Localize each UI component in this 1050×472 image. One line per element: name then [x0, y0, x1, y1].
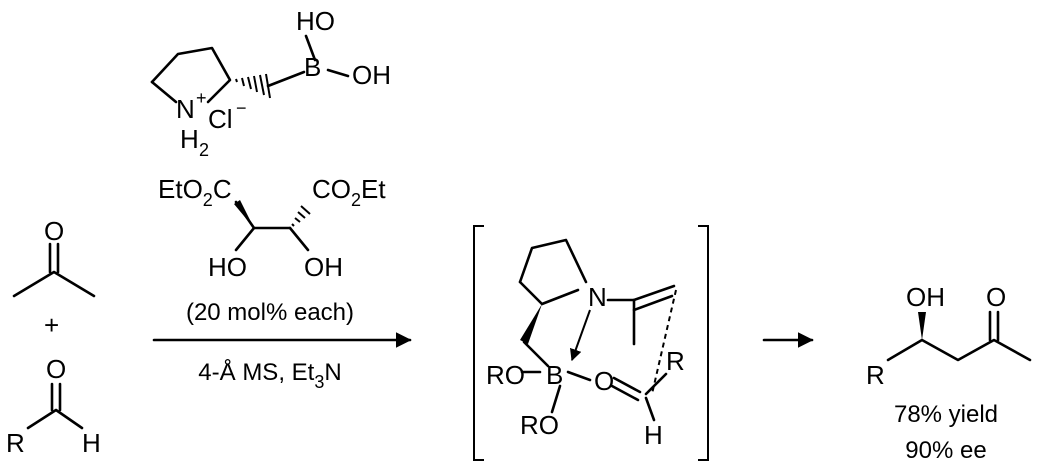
product-r-label: R — [866, 360, 885, 390]
aldehyde-h-label: H — [82, 428, 101, 458]
ts-h-label: H — [644, 420, 663, 450]
ammonium-h-subscript: 2 — [199, 140, 209, 160]
nitrogen-label: N — [176, 94, 195, 124]
reaction-conditions: 4-Å MS, Et3N — [198, 358, 341, 392]
ts-boron-label: B — [546, 360, 563, 390]
chloride-charge: − — [236, 98, 247, 118]
right-ester-label: CO2Et — [312, 174, 386, 210]
catalyst-tartrate: EtO2C CO2Et HO OH (20 mol% each) — [158, 174, 386, 326]
bold-wedge-bond — [234, 200, 254, 228]
plus-sign: + — [44, 310, 59, 340]
boron-label: B — [304, 52, 321, 82]
ts-wedge-bond — [520, 304, 542, 344]
catalyst-loading: (20 mol% each) — [186, 299, 354, 326]
ts-nitrogen-label: N — [588, 282, 607, 312]
ts-alkoxy-bottom-label: RO — [520, 410, 559, 440]
aldol-product: OH O R 78% yield 90% ee — [866, 282, 1032, 464]
aldehyde-reactant: O R H — [6, 354, 101, 458]
ketone-reactant: O — [12, 216, 96, 298]
left-ester-label: EtO2C — [158, 174, 232, 210]
transition-state: N B RO RO O R H — [473, 225, 709, 461]
nitrogen-charge: + — [196, 88, 207, 108]
aldehyde-r-label: R — [6, 428, 25, 458]
ammonium-h-label: H — [180, 124, 199, 154]
right-hydroxyl-label: OH — [304, 252, 343, 282]
product-ee: 90% ee — [905, 437, 986, 464]
left-bracket — [473, 225, 484, 461]
right-bracket — [698, 225, 709, 461]
product-wedge-bond — [918, 312, 926, 340]
product-hydroxyl-label: OH — [906, 282, 945, 312]
hashed-wedge-bond-tartrate — [291, 205, 311, 227]
left-hydroxyl-label: HO — [208, 252, 247, 282]
ts-alkoxy-left-label: RO — [486, 360, 525, 390]
ts-r-label: R — [666, 346, 685, 376]
aldehyde-oxygen-label: O — [46, 354, 66, 384]
hashed-wedge-bond — [235, 73, 271, 99]
hydroxyl-top-label: HO — [296, 6, 335, 36]
product-yield: 78% yield — [894, 401, 998, 428]
chloride-label: Cl — [208, 104, 233, 134]
catalyst-boronic-acid: HO B OH N + Cl − H 2 — [150, 6, 391, 160]
hydroxyl-right-label: OH — [352, 60, 391, 90]
product-oxygen-label: O — [986, 282, 1006, 312]
ketone-oxygen-label: O — [44, 216, 64, 246]
ts-oxygen-label: O — [594, 366, 614, 396]
